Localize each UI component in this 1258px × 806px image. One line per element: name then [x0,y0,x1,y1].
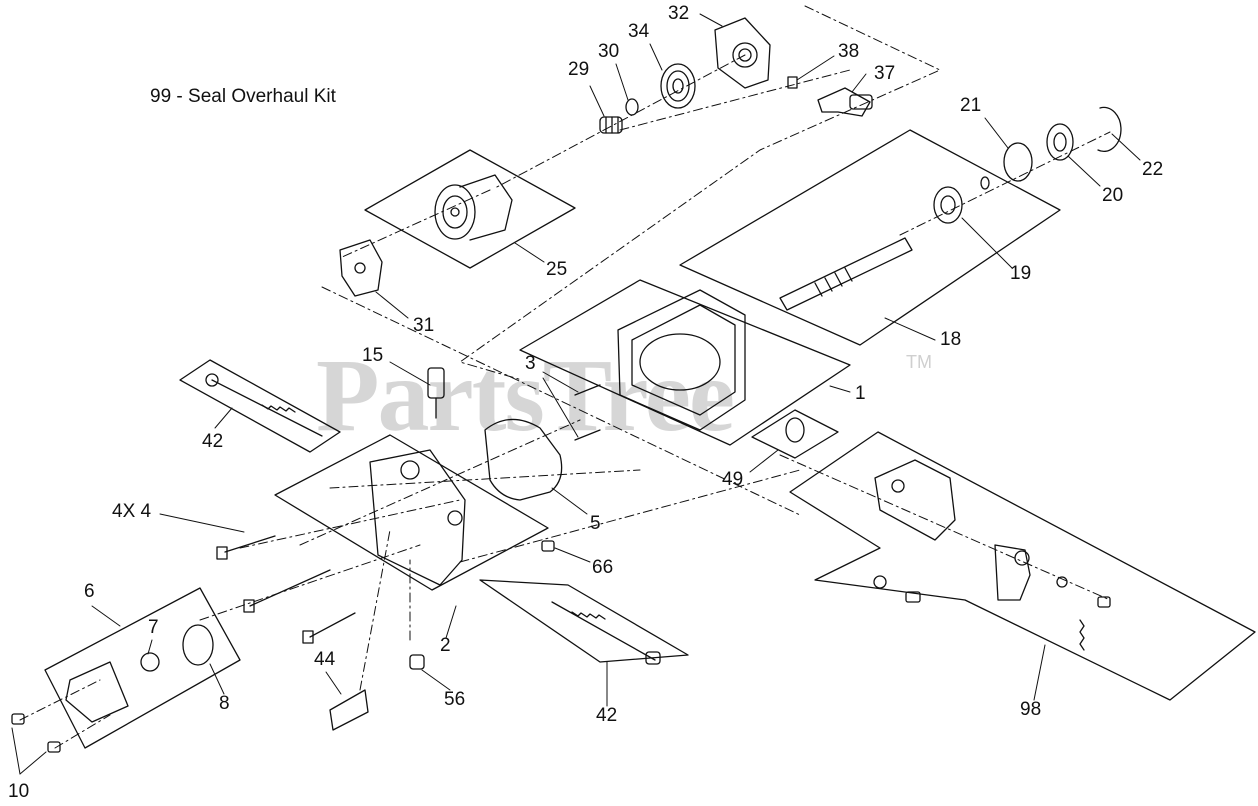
part-1-housing [617,289,746,431]
callout-15: 15 [362,345,384,366]
callout-19: 19 [1010,263,1032,284]
callout-32: 32 [668,3,690,24]
part-30-ring [625,98,639,116]
part-4-bolts [216,535,356,644]
callout-21: 21 [960,95,982,116]
callout-7: 7 [148,617,159,638]
part-5-gasket [484,418,563,501]
callout-98: 98 [1020,699,1042,720]
callout-37: 37 [874,63,896,84]
callout-34: 34 [628,21,650,42]
part-98-bracket [873,459,1111,651]
callout-2: 2 [440,635,451,656]
callout-29: 29 [568,59,590,80]
callout-1: 1 [855,383,866,404]
group-box-98 [789,431,1256,701]
part-56-plug [409,654,425,670]
group-box-25 [364,149,576,269]
part-42-lower-rod [551,601,661,665]
callout-56: 56 [444,689,466,710]
part-6-cover [65,624,214,723]
part-22-snap-ring [1097,106,1122,153]
group-box-1 [519,279,851,446]
part-19-bearing [933,176,990,224]
trademark-mark: TM [906,352,932,372]
callout-44: 44 [314,649,336,670]
part-34-seal [660,63,696,109]
watermark: PartsTree [316,338,735,453]
part-42-upper-rod [205,373,323,437]
callout-18: 18 [940,329,962,350]
callout-30: 30 [598,41,620,62]
group-box-42-upper [179,359,341,453]
part-15-valve [427,367,445,419]
callout-6: 6 [84,581,95,602]
part-29-spring [599,116,623,134]
group-box-2 [274,434,549,591]
group-box-6 [44,587,241,749]
part-2-center-section [369,449,466,586]
group-box-49 [751,409,839,459]
callout-31: 31 [413,315,435,336]
part-38 [787,76,798,89]
callout-66: 66 [592,557,614,578]
callout-25: 25 [546,259,568,280]
part-31-plate [339,239,383,297]
callout-10: 10 [8,781,30,802]
callout-5: 5 [590,513,601,534]
part-10-bolts [11,713,61,753]
part-25-cylinder-block [434,174,513,241]
group-box-18 [679,129,1061,346]
callout-3: 3 [525,353,536,374]
callout-8: 8 [219,693,230,714]
part-32-end-cap [714,17,771,89]
callout-42-lower: 42 [596,705,618,726]
group-box-42-lower [479,579,689,663]
part-shaft [779,237,913,311]
callout-49: 49 [722,469,744,490]
callout-22: 22 [1142,159,1164,180]
callout-38: 38 [838,41,860,62]
part-37-lever [817,87,873,117]
part-20-bearing [1046,123,1074,161]
callout-4x4: 4X 4 [112,501,152,522]
part-49-seal [785,417,805,443]
part-66 [541,540,555,552]
leader-lines [11,13,1141,775]
callout-42-upper: 42 [202,431,224,452]
part-3-pins [574,384,601,441]
part-21-ring [1003,142,1033,182]
callout-20: 20 [1102,185,1124,206]
seal-overhaul-kit-label: 99 - Seal Overhaul Kit [150,86,336,107]
group-box-44 [329,689,369,731]
